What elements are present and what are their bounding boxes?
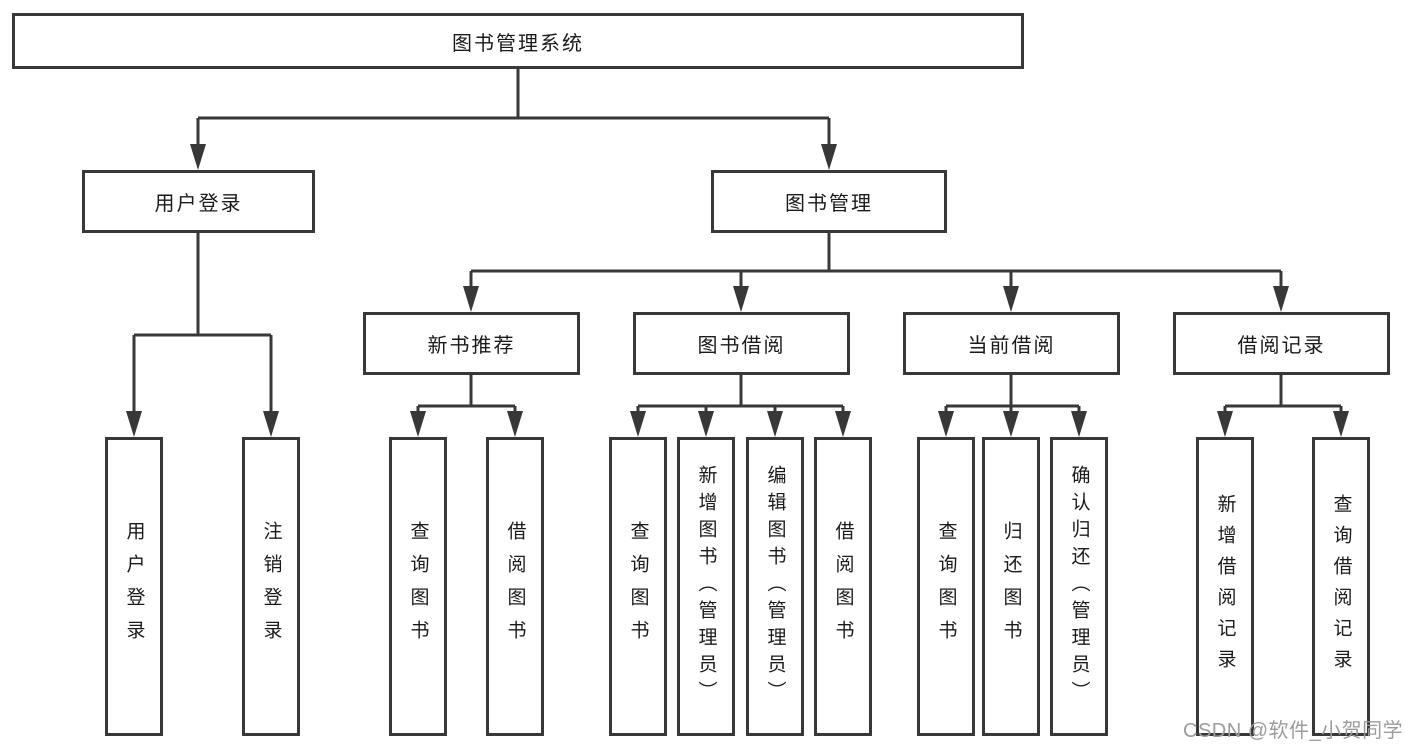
leaf-query-borrow-record: 查询借阅记录 — [1312, 437, 1370, 736]
node-current-borrowing: 当前借阅 — [903, 312, 1120, 375]
leaf-borrow-books-recommend: 借阅图书 — [486, 437, 544, 736]
node-borrow-records: 借阅记录 — [1173, 312, 1390, 375]
node-book-management: 图书管理 — [711, 170, 947, 233]
leaf-borrow-books-borrowing: 借阅图书 — [814, 437, 872, 736]
leaf-logout: 注销登录 — [242, 437, 300, 736]
node-user-login: 用户登录 — [82, 170, 315, 233]
leaf-confirm-return-admin: 确认归还（管理员） — [1050, 437, 1108, 736]
leaf-edit-book-admin: 编辑图书（管理员） — [746, 437, 804, 736]
leaf-add-book-admin: 新增图书（管理员） — [677, 437, 735, 736]
leaf-return-book: 归还图书 — [982, 437, 1040, 736]
leaf-query-books-borrowing: 查询图书 — [609, 437, 667, 736]
leaf-query-books-current: 查询图书 — [917, 437, 975, 736]
leaf-query-books-recommend: 查询图书 — [389, 437, 447, 736]
node-root-system: 图书管理系统 — [12, 13, 1024, 69]
leaf-add-borrow-record: 新增借阅记录 — [1196, 437, 1254, 736]
node-new-book-recommend: 新书推荐 — [363, 312, 580, 375]
arrowheads — [126, 144, 1349, 437]
node-book-borrowing: 图书借阅 — [633, 312, 850, 375]
leaf-user-login: 用户登录 — [105, 437, 163, 736]
csdn-watermark: CSDN @软件_小贺同学 — [1183, 720, 1404, 742]
